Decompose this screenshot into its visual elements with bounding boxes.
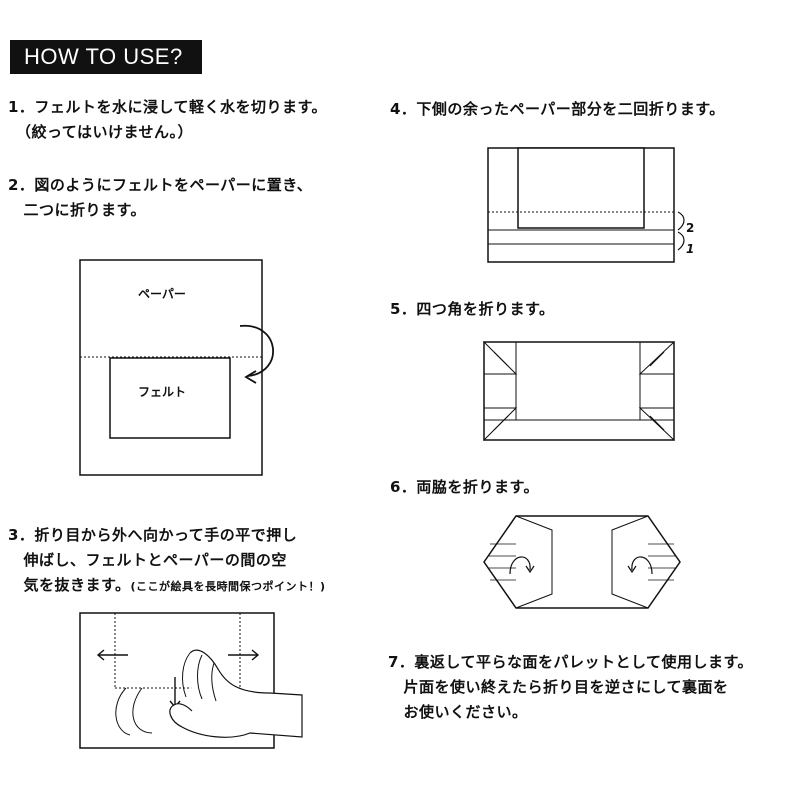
figure-step-5 (483, 340, 675, 442)
arrow-tl-icon (493, 351, 509, 367)
step-3-line-3-text: 気を抜きます。 (8, 576, 131, 594)
felt-outline (517, 147, 645, 229)
step-3-line-2: 伸ばし、フェルトとペーパーの間の空 (8, 551, 287, 569)
fold-left-arrow-icon (631, 556, 653, 575)
arrowhead-right-icon (251, 649, 260, 661)
arrowhead-icon (627, 565, 637, 574)
step-6: 6．両脇を折ります。 (390, 475, 539, 500)
step-1-line-1: 1．フェルトを水に浸して軽く水を切ります。 (8, 98, 327, 116)
paper-outline (79, 259, 263, 476)
fold-1-arrow-icon (677, 231, 685, 251)
corner-fold-bottom-right (638, 407, 675, 442)
arrowhead-icon (525, 565, 535, 574)
paper-label: ペーパー (138, 287, 186, 301)
fold-right-arrow-icon (509, 556, 531, 575)
step-2-line-1: 2．図のようにフェルトをペーパーに置き、 (8, 176, 313, 194)
step-2-line-2: 二つに折ります。 (8, 201, 147, 219)
step-3: 3．折り目から外へ向かって手の平で押し 伸ばし、フェルトとペーパーの間の空 気を… (8, 523, 326, 599)
step-7: 7．裏返して平らな面をパレットとして使用します。 片面を使い終えたら折り目を逆さ… (388, 650, 753, 725)
figure-step-4: 2 1 (487, 147, 694, 263)
corner-fold-top-right (638, 340, 675, 375)
arrow-tr-icon (649, 351, 665, 367)
step-6-line-1: 6．両脇を折ります。 (390, 478, 539, 496)
step-1: 1．フェルトを水に浸して軽く水を切ります。 （絞ってはいけません。） (8, 95, 327, 145)
figure-step-3 (79, 612, 303, 749)
step-7-line-1: 7．裏返して平らな面をパレットとして使用します。 (388, 653, 754, 671)
step-4: 4．下側の余ったペーパー部分を二回折ります。 (390, 97, 725, 122)
step-2: 2．図のようにフェルトをペーパーに置き、 二つに折ります。 (8, 173, 312, 223)
step-5-line-1: 5．四つ角を折ります。 (390, 300, 555, 318)
fold-number-2: 2 (686, 221, 694, 235)
arrow-bl-icon (493, 415, 509, 431)
arrowhead-icon (244, 370, 257, 384)
press-motion-icon (115, 687, 153, 736)
arrow-br-icon (649, 415, 665, 431)
felt-label: フェルト (138, 385, 186, 399)
folded-paper-outline (79, 612, 275, 749)
step-4-line-1: 4．下側の余ったペーパー部分を二回折ります。 (390, 100, 725, 118)
left-flap (515, 515, 553, 609)
step-3-line-1: 3．折り目から外へ向かって手の平で押し (8, 526, 298, 544)
hand-fingers-icon (182, 652, 217, 702)
step-3-note: (ここが絵具を長時間保つポイント！) (130, 580, 326, 593)
paper-outline (483, 341, 675, 441)
step-5: 5．四つ角を折ります。 (390, 297, 554, 322)
fold-number-1: 1 (686, 242, 694, 256)
step-1-line-2: （絞ってはいけません。） (8, 123, 194, 141)
step-3-line-3: 気を抜きます。(ここが絵具を長時間保つポイント！) (8, 573, 326, 599)
fold-arrow-icon (239, 325, 274, 377)
step-7-line-3: お使いください。 (388, 703, 528, 721)
figure-step-6 (483, 515, 681, 609)
arrowhead-left-icon (96, 649, 105, 661)
hand-icon (169, 649, 303, 738)
felt-outline (109, 357, 231, 439)
fold-2-arrow-icon (677, 211, 685, 231)
figure-step-2: ペーパー フェルト (79, 259, 274, 476)
right-flap (611, 515, 649, 609)
page-title: HOW TO USE? (10, 40, 202, 74)
step-7-line-2: 片面を使い終えたら折り目を逆さにして裏面を (388, 678, 729, 696)
